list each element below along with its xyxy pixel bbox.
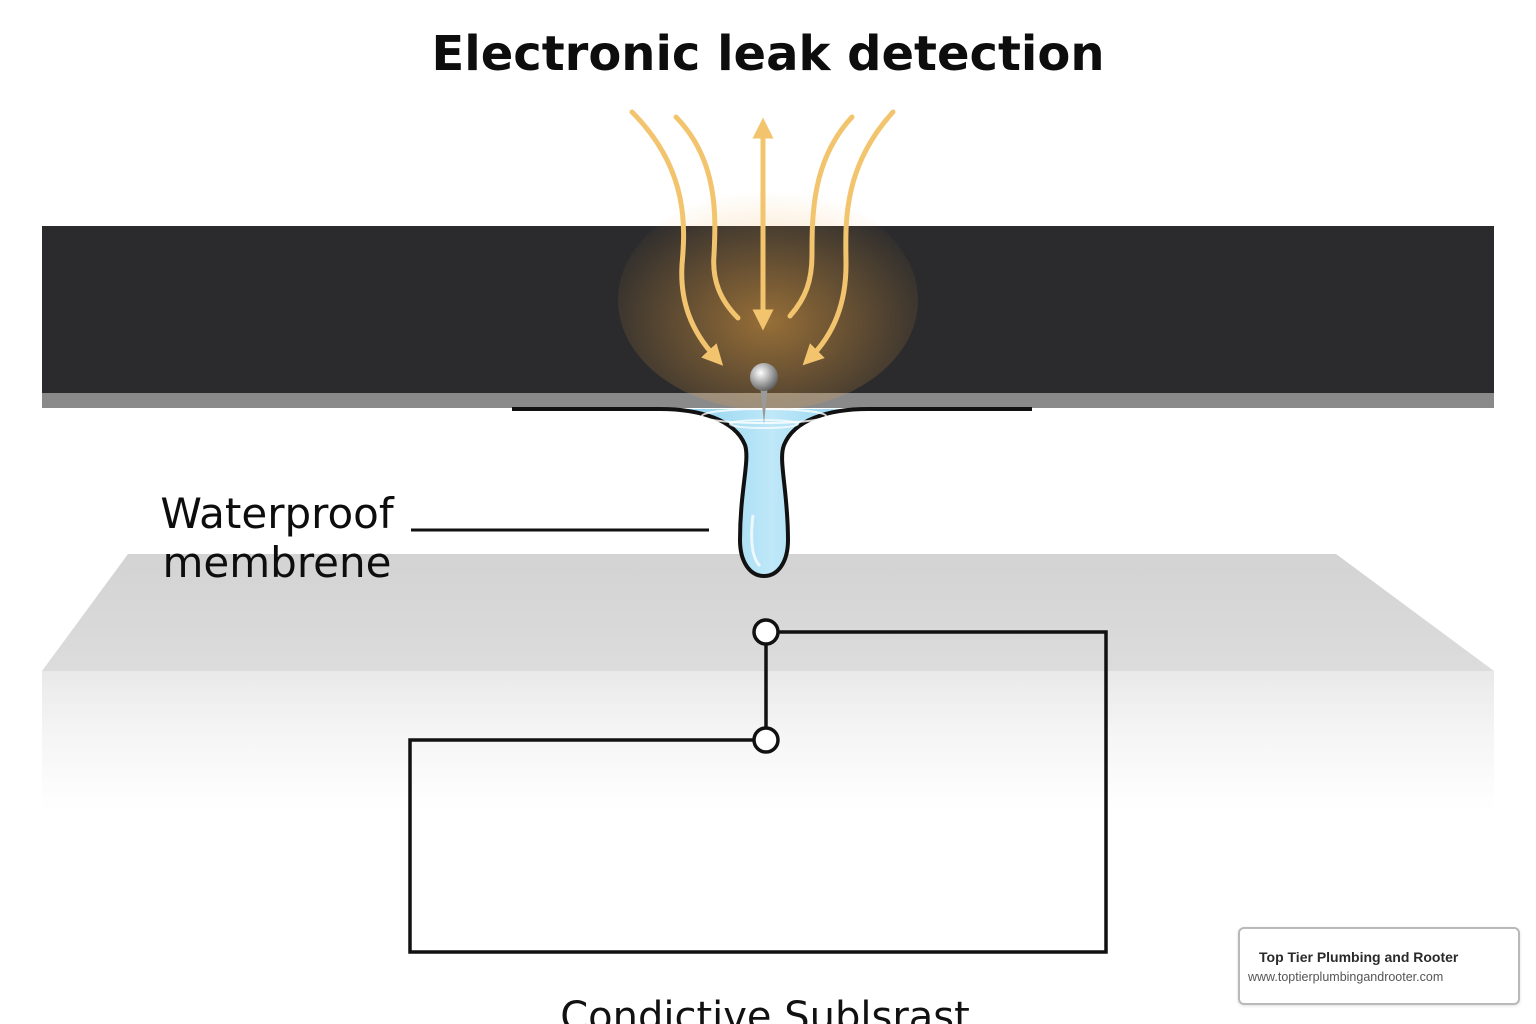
current-flow-arrows-icon bbox=[629, 109, 896, 366]
brand-card: Top Tier Plumbing and Rooter www.toptier… bbox=[1238, 927, 1520, 1005]
membrane-label-line2: membrene bbox=[163, 538, 392, 587]
arrow-inner-left bbox=[673, 114, 741, 321]
circuit-wire bbox=[408, 630, 1108, 954]
membrane-breach-drop bbox=[512, 407, 1032, 579]
probe-needle bbox=[760, 384, 768, 424]
circuit-terminal-top bbox=[752, 618, 780, 646]
arrow-outer-left bbox=[629, 109, 724, 366]
substrate-top-face bbox=[42, 554, 1494, 671]
brand-url[interactable]: www.toptierplumbingandrooter.com bbox=[1248, 970, 1444, 984]
arrow-inner-right bbox=[787, 114, 855, 319]
water-drop-icon bbox=[512, 407, 1032, 579]
drop-highlight bbox=[750, 514, 762, 568]
conductive-substrate bbox=[42, 554, 1494, 811]
brand-name: Top Tier Plumbing and Rooter bbox=[1259, 949, 1459, 965]
detection-circuit bbox=[408, 618, 1108, 954]
probe-pin-icon bbox=[750, 363, 778, 424]
substrate-label: Condictive Sublsrast bbox=[560, 994, 970, 1024]
arrow-outer-right bbox=[802, 109, 896, 366]
probe-head bbox=[750, 363, 778, 391]
current-glow bbox=[618, 190, 918, 410]
circuit-terminal-bottom bbox=[752, 726, 780, 754]
diagram-title: Electronic leak detection bbox=[431, 26, 1104, 82]
membrane-label-line1: Waterproof bbox=[160, 489, 395, 538]
